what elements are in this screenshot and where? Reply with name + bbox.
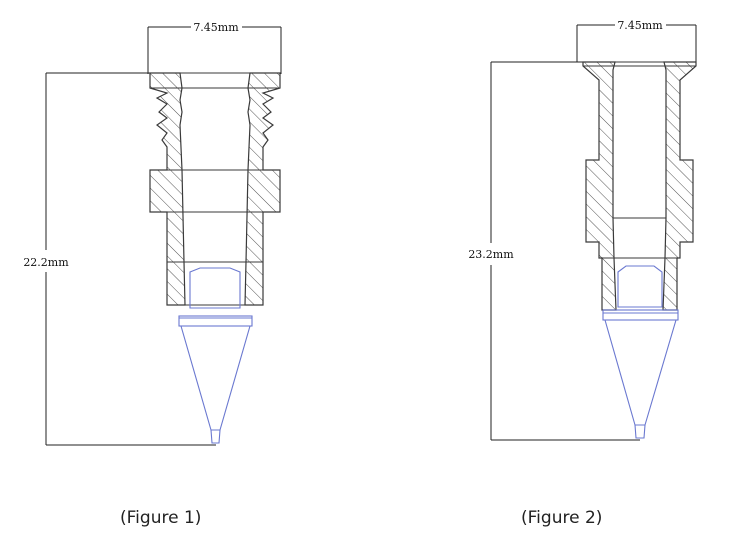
figure-1-height-dimension [45,72,216,446]
figure-2-height-dimension [490,61,640,441]
figure-2-width-dimension [576,24,697,62]
figure-1-bore [150,72,280,306]
figure-2-width-label: 7.45mm [617,19,663,32]
figure-1-seat [189,267,241,309]
figure-2-drawing: 7.45mm 23.2mm [468,19,697,441]
figure-1-width-dimension [147,26,282,74]
figure-2-caption: (Figure 2) [521,508,603,528]
figure-2-seat [617,265,663,308]
figure-1-right-wall [244,72,281,306]
figure-1-tip [178,315,253,444]
figure-2-left-wall [582,61,617,311]
figure-1-height-label: 22.2mm [23,256,69,269]
figure-1-drawing: 7.45mm 22.2mm [23,21,282,446]
figure-1-caption: (Figure 1) [120,508,202,528]
figure-2-height-label: 23.2mm [468,248,514,261]
figure-1-width-label: 7.45mm [193,21,239,34]
figure-2-right-wall [662,61,697,311]
figure-2-tip [602,309,679,439]
figure-1-left-wall [149,72,186,306]
